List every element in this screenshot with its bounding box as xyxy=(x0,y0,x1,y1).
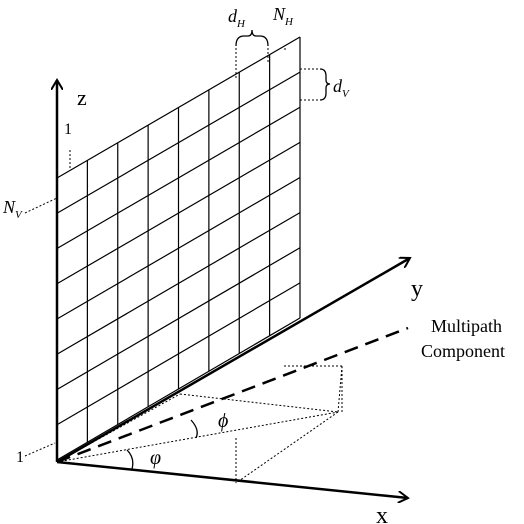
first-row-label: 1 xyxy=(16,449,24,466)
azimuth-angle-label: φ xyxy=(150,447,161,469)
x-axis xyxy=(56,460,408,498)
antenna-grid xyxy=(56,36,301,461)
y-axis-label: y xyxy=(411,276,423,302)
y-axis xyxy=(56,258,410,464)
elevation-angle-label: ϕ xyxy=(218,410,228,432)
nh-label: NH xyxy=(272,4,294,28)
grid-row-line xyxy=(56,282,301,426)
multipath-label-line2: Component xyxy=(421,341,505,361)
grid-row-line xyxy=(56,141,301,285)
grid-row-line xyxy=(56,71,301,214)
first-column-label: 1 xyxy=(64,121,72,138)
grid-row-line xyxy=(56,36,301,179)
dh-brace xyxy=(235,29,269,47)
grid-row-line xyxy=(56,247,301,391)
multipath-line xyxy=(56,326,409,464)
z-axis-label: z xyxy=(77,85,87,110)
grid-row-line xyxy=(56,106,301,250)
azimuth-arc xyxy=(126,449,134,470)
dv-label: dV xyxy=(333,76,350,100)
grid-row-line xyxy=(56,212,301,355)
multipath-label-line1: Multipath xyxy=(431,316,502,336)
x-axis-label: x xyxy=(376,503,388,524)
projection-lines xyxy=(24,48,343,484)
grid-row-line xyxy=(56,317,301,461)
grid-row-line xyxy=(56,176,301,320)
nv-label: NV xyxy=(2,197,23,221)
dh-label: dH xyxy=(228,6,246,30)
dv-brace xyxy=(319,68,331,101)
elevation-arc xyxy=(190,419,198,439)
